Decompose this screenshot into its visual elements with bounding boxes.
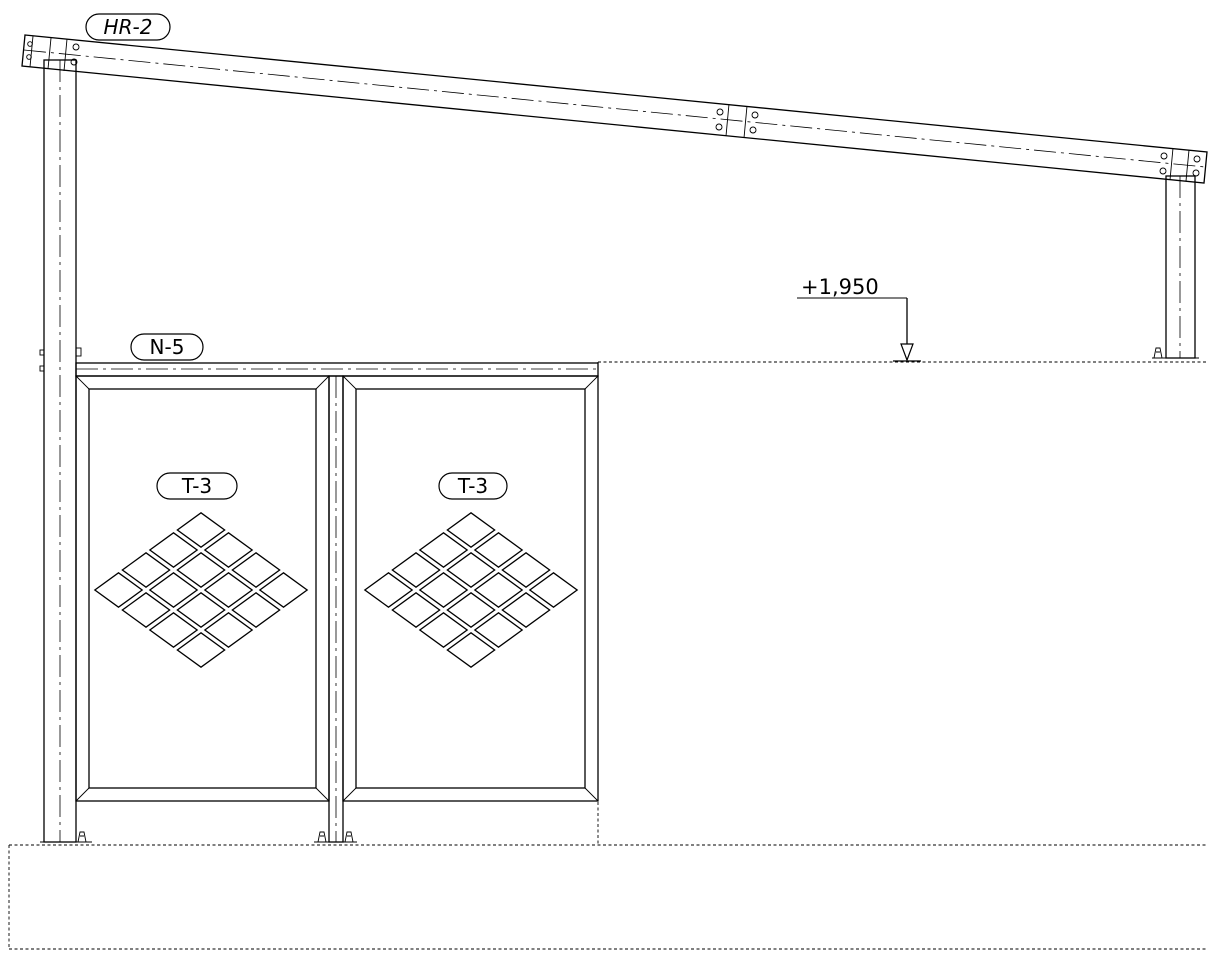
diamond-tile [231, 591, 281, 629]
tag-beam: HR-2 [85, 13, 171, 41]
diamond-tile [203, 571, 254, 609]
diamond-tile [121, 591, 171, 629]
diamond-tile [446, 551, 496, 589]
diamond-tile [148, 531, 199, 569]
diamond-tile [473, 571, 524, 609]
diamond-tile [446, 631, 496, 669]
tag-rail-label: N-5 [150, 335, 185, 359]
panel-right [342, 375, 599, 802]
diamond-tile [203, 531, 254, 569]
diamond-pattern-left [93, 511, 309, 669]
diamond-tile [176, 631, 226, 669]
diamond-tile [363, 571, 414, 609]
roof-beam [21, 34, 1208, 184]
diamond-tile [446, 511, 496, 549]
diamond-tile [473, 611, 524, 649]
diamond-tile [258, 571, 309, 609]
diamond-tile [446, 591, 496, 629]
tag-rail: N-5 [130, 333, 204, 361]
right-post [1152, 175, 1199, 359]
diamond-tile [93, 571, 144, 609]
diamond-tile [203, 611, 254, 649]
diamond-tile [176, 591, 226, 629]
tag-panel-right: T-3 [438, 472, 508, 500]
diamond-tile [391, 591, 441, 629]
diamond-tile [121, 551, 171, 589]
tag-beam-label: HR-2 [104, 15, 153, 39]
diamond-tile [418, 571, 469, 609]
diamond-tile [176, 511, 226, 549]
ground-outline [8, 361, 1207, 950]
middle-post [314, 375, 357, 843]
diamond-tile [501, 551, 551, 589]
diamond-tile [418, 531, 469, 569]
level-label: +1,950 [801, 275, 879, 299]
diamond-tile [418, 611, 469, 649]
level-marker: +1,950 [797, 275, 921, 362]
diamond-tile [473, 531, 524, 569]
diamond-tile [176, 551, 226, 589]
tag-panel-left-label: T-3 [181, 474, 212, 498]
diamond-tile [231, 551, 281, 589]
panel-left [75, 375, 330, 802]
diamond-tile [148, 611, 199, 649]
diamond-tile [501, 591, 551, 629]
diamond-tile [391, 551, 441, 589]
left-post [39, 59, 92, 843]
tag-panel-left: T-3 [156, 472, 238, 500]
diamond-tile [528, 571, 579, 609]
tag-panel-right-label: T-3 [457, 474, 488, 498]
diamond-tile [148, 571, 199, 609]
top-rail [75, 362, 599, 377]
diamond-pattern-right [363, 511, 579, 669]
